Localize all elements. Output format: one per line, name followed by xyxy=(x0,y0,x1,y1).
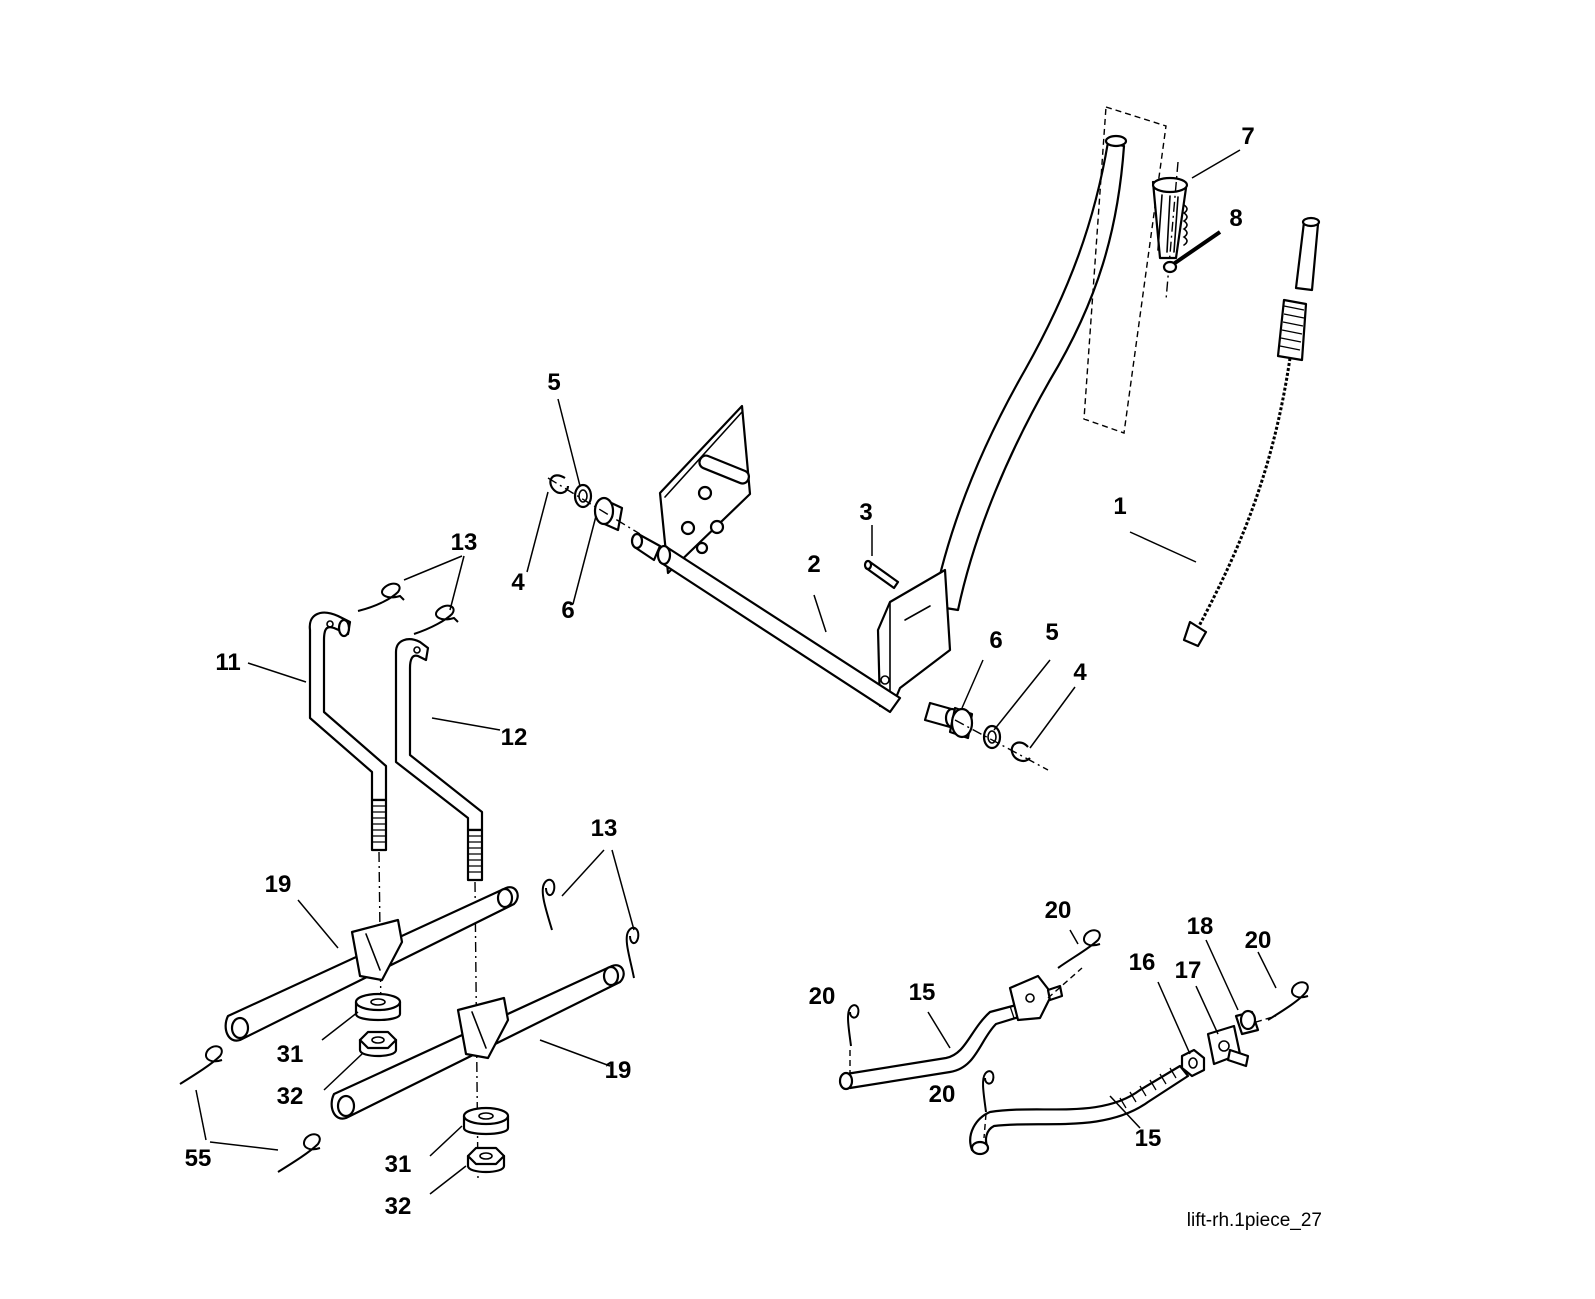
hairpin-clip-20-d xyxy=(1267,981,1309,1021)
nut-32-lower xyxy=(466,1146,506,1174)
spring-pin xyxy=(863,559,900,590)
clip-guide-line-c xyxy=(1255,1015,1277,1023)
e-clip-right xyxy=(1010,741,1031,762)
callout-13-top: 13 xyxy=(451,529,478,556)
washer-left-hole xyxy=(578,489,588,503)
hairpin-clip-13-top-a xyxy=(357,582,405,612)
callout-15-upper: 15 xyxy=(909,979,936,1006)
hairpin-clip-13-top-b xyxy=(413,604,459,635)
grip-pin xyxy=(1162,230,1222,274)
adjusting-rod-15-lower xyxy=(969,1064,1190,1156)
leader-lines xyxy=(195,149,1277,1195)
spacer-31-upper xyxy=(354,992,402,1022)
callout-12: 12 xyxy=(501,724,528,751)
right-axis-line xyxy=(954,719,1049,771)
callout-5-left: 5 xyxy=(547,369,560,396)
callout-4-left: 4 xyxy=(511,569,525,596)
handle-grip xyxy=(1151,176,1189,260)
callout-13-side: 13 xyxy=(591,815,618,842)
callout-20-c: 20 xyxy=(929,1081,956,1108)
callout-19-upper: 19 xyxy=(265,871,292,898)
clip-guide-line-d xyxy=(983,1113,987,1139)
e-clip-left xyxy=(549,474,570,495)
hairpin-clip-20-c xyxy=(982,1070,995,1113)
nut-32-upper xyxy=(358,1030,398,1058)
callout-6-left: 6 xyxy=(561,597,574,624)
callout-17: 17 xyxy=(1175,957,1202,984)
lift-cable xyxy=(1182,216,1321,648)
lift-link-12 xyxy=(394,638,484,882)
callout-20-d: 20 xyxy=(1245,927,1272,954)
grip-phantom-outline xyxy=(1083,106,1167,434)
clip-guide-line-a xyxy=(1047,967,1083,999)
hairpin-clip-13-side-b xyxy=(625,926,640,979)
callout-32-lower: 32 xyxy=(385,1193,412,1220)
drawing-reference-caption: lift-rh.1piece_27 xyxy=(1187,1210,1322,1231)
pivot-plate xyxy=(658,404,752,575)
hairpin-clip-55-a xyxy=(179,1045,223,1085)
lift-link-11 xyxy=(308,611,388,852)
lift-arm-lower xyxy=(330,964,625,1120)
callout-5-right: 5 xyxy=(1045,619,1058,646)
washer-right-hole xyxy=(987,730,997,744)
callout-16: 16 xyxy=(1129,949,1156,976)
callout-3: 3 xyxy=(859,499,872,526)
callout-8: 8 xyxy=(1229,205,1242,232)
callout-1: 1 xyxy=(1113,493,1126,520)
callout-labels: 1 2 3 4 4 5 5 6 6 7 8 11 12 13 13 15 15 … xyxy=(185,123,1272,1220)
callout-19-lower: 19 xyxy=(605,1057,632,1084)
pivot-shaft xyxy=(630,532,960,729)
callout-2: 2 xyxy=(807,551,820,578)
spacer-31-lower xyxy=(462,1106,510,1136)
callout-20-b: 20 xyxy=(809,983,836,1010)
callout-11: 11 xyxy=(215,649,240,676)
callout-15-lower: 15 xyxy=(1135,1125,1162,1152)
hairpin-clip-13-side-a xyxy=(541,878,556,931)
hairpin-clip-55-b xyxy=(277,1133,321,1173)
callout-31-lower: 31 xyxy=(385,1151,412,1178)
grip-centerline xyxy=(1165,161,1179,301)
callout-6-right: 6 xyxy=(989,627,1002,654)
callout-18: 18 xyxy=(1187,913,1214,940)
bushing-18 xyxy=(1234,1009,1260,1036)
lift-lever xyxy=(876,134,1128,708)
hairpin-clip-20-a xyxy=(1057,929,1101,969)
trunnion-17 xyxy=(1206,1024,1250,1068)
adjusting-rod-15-upper xyxy=(838,1001,1027,1091)
callout-7: 7 xyxy=(1241,123,1254,150)
nut-16 xyxy=(1180,1048,1206,1078)
callout-4-right: 4 xyxy=(1073,659,1087,686)
callout-55: 55 xyxy=(185,1145,212,1172)
hairpin-clip-20-b xyxy=(847,1004,860,1047)
left-axis-line xyxy=(547,477,641,535)
callout-32-upper: 32 xyxy=(277,1083,304,1110)
callout-31-upper: 31 xyxy=(277,1041,304,1068)
bushing-left xyxy=(593,496,624,532)
trunnion-block-upper xyxy=(1008,974,1064,1022)
callout-20-a: 20 xyxy=(1045,897,1072,924)
lift-arm-upper xyxy=(224,886,519,1042)
